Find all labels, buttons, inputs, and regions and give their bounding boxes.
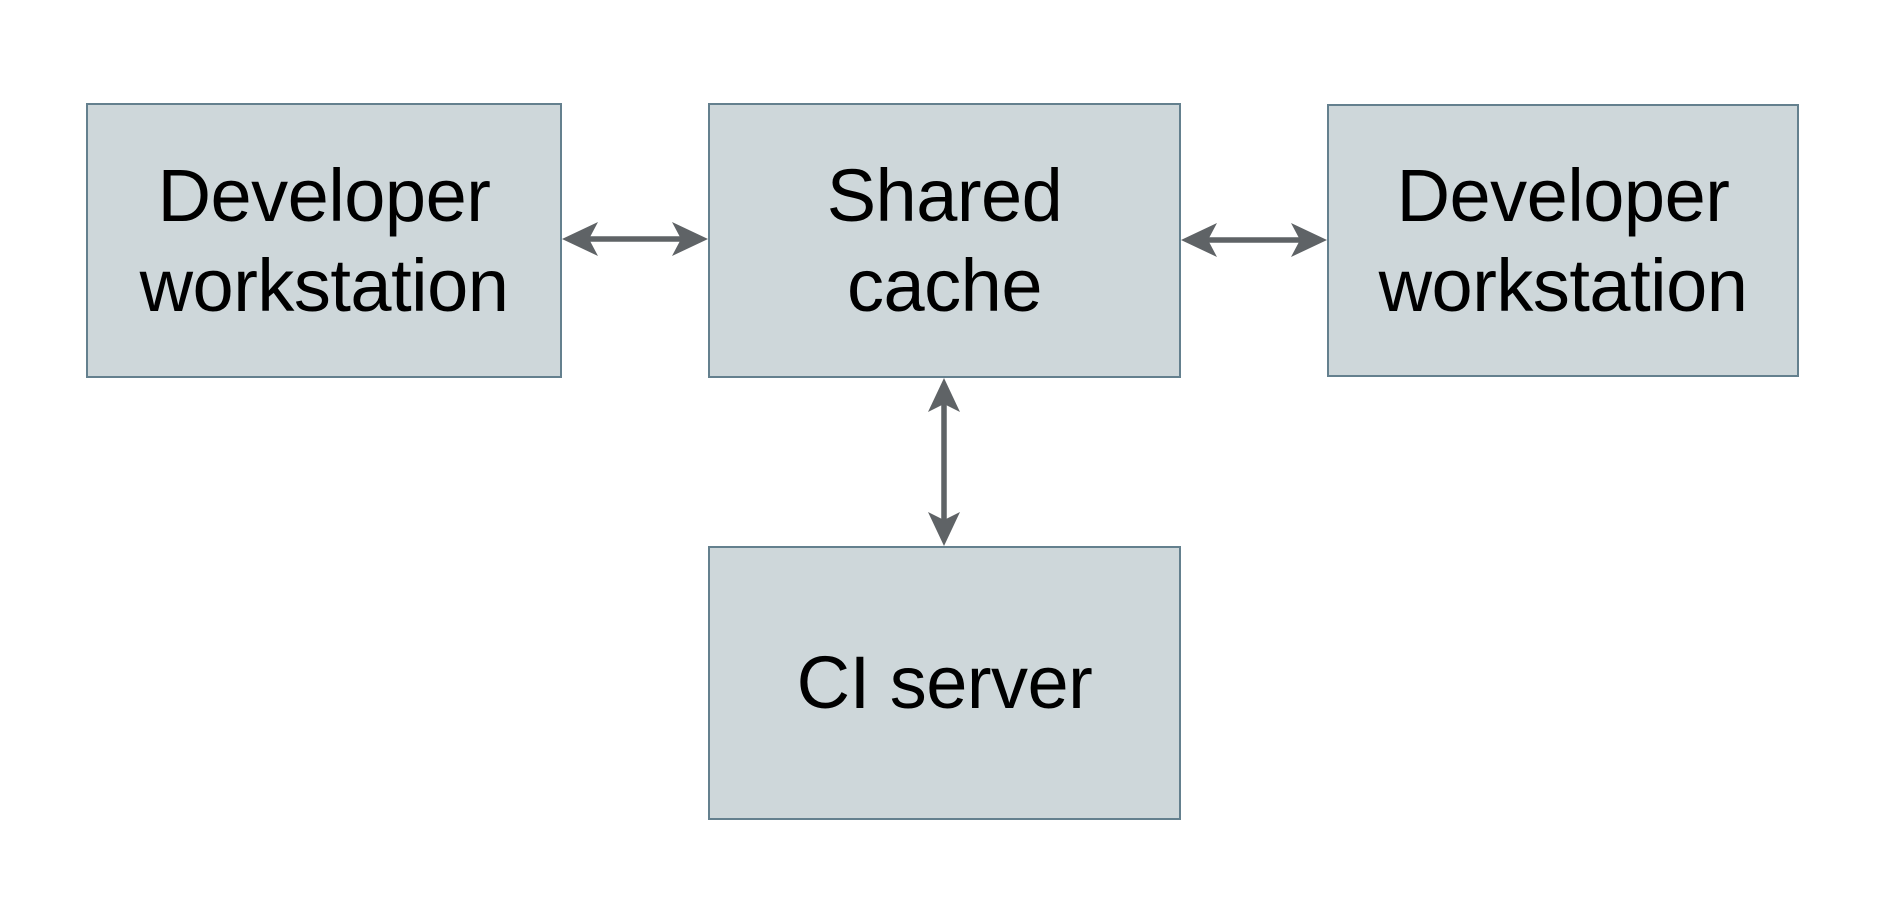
arrowhead-left-icon <box>1181 223 1217 257</box>
node-label: Shared cache <box>827 151 1063 331</box>
bidirectional-arrow-shared-cache-ci-server <box>928 378 960 546</box>
node-label-line: CI server <box>796 641 1093 724</box>
bidirectional-arrow-shared-cache-right-workstation <box>1181 223 1327 257</box>
node-label: CI server <box>797 638 1093 728</box>
arrowhead-down-icon <box>928 512 960 546</box>
arrowhead-up-icon <box>928 378 960 412</box>
node-label: Developer workstation <box>140 151 509 331</box>
node-ci-server: CI server <box>708 546 1181 820</box>
arrowhead-right-icon <box>672 222 708 256</box>
arrowhead-left-icon <box>562 222 598 256</box>
node-developer-workstation-left: Developer workstation <box>86 103 562 378</box>
node-label-line: workstation <box>139 243 509 327</box>
bidirectional-arrow-left-workstation-shared-cache <box>562 222 708 256</box>
arrowhead-right-icon <box>1291 223 1327 257</box>
node-label: Developer workstation <box>1379 151 1748 331</box>
node-label-line: Shared <box>826 153 1063 237</box>
node-label-line: cache <box>847 243 1042 327</box>
node-label-line: Developer <box>157 153 491 237</box>
node-label-line: Developer <box>1396 153 1730 237</box>
node-developer-workstation-right: Developer workstation <box>1327 104 1799 377</box>
node-shared-cache: Shared cache <box>708 103 1181 378</box>
node-label-line: workstation <box>1378 243 1748 327</box>
